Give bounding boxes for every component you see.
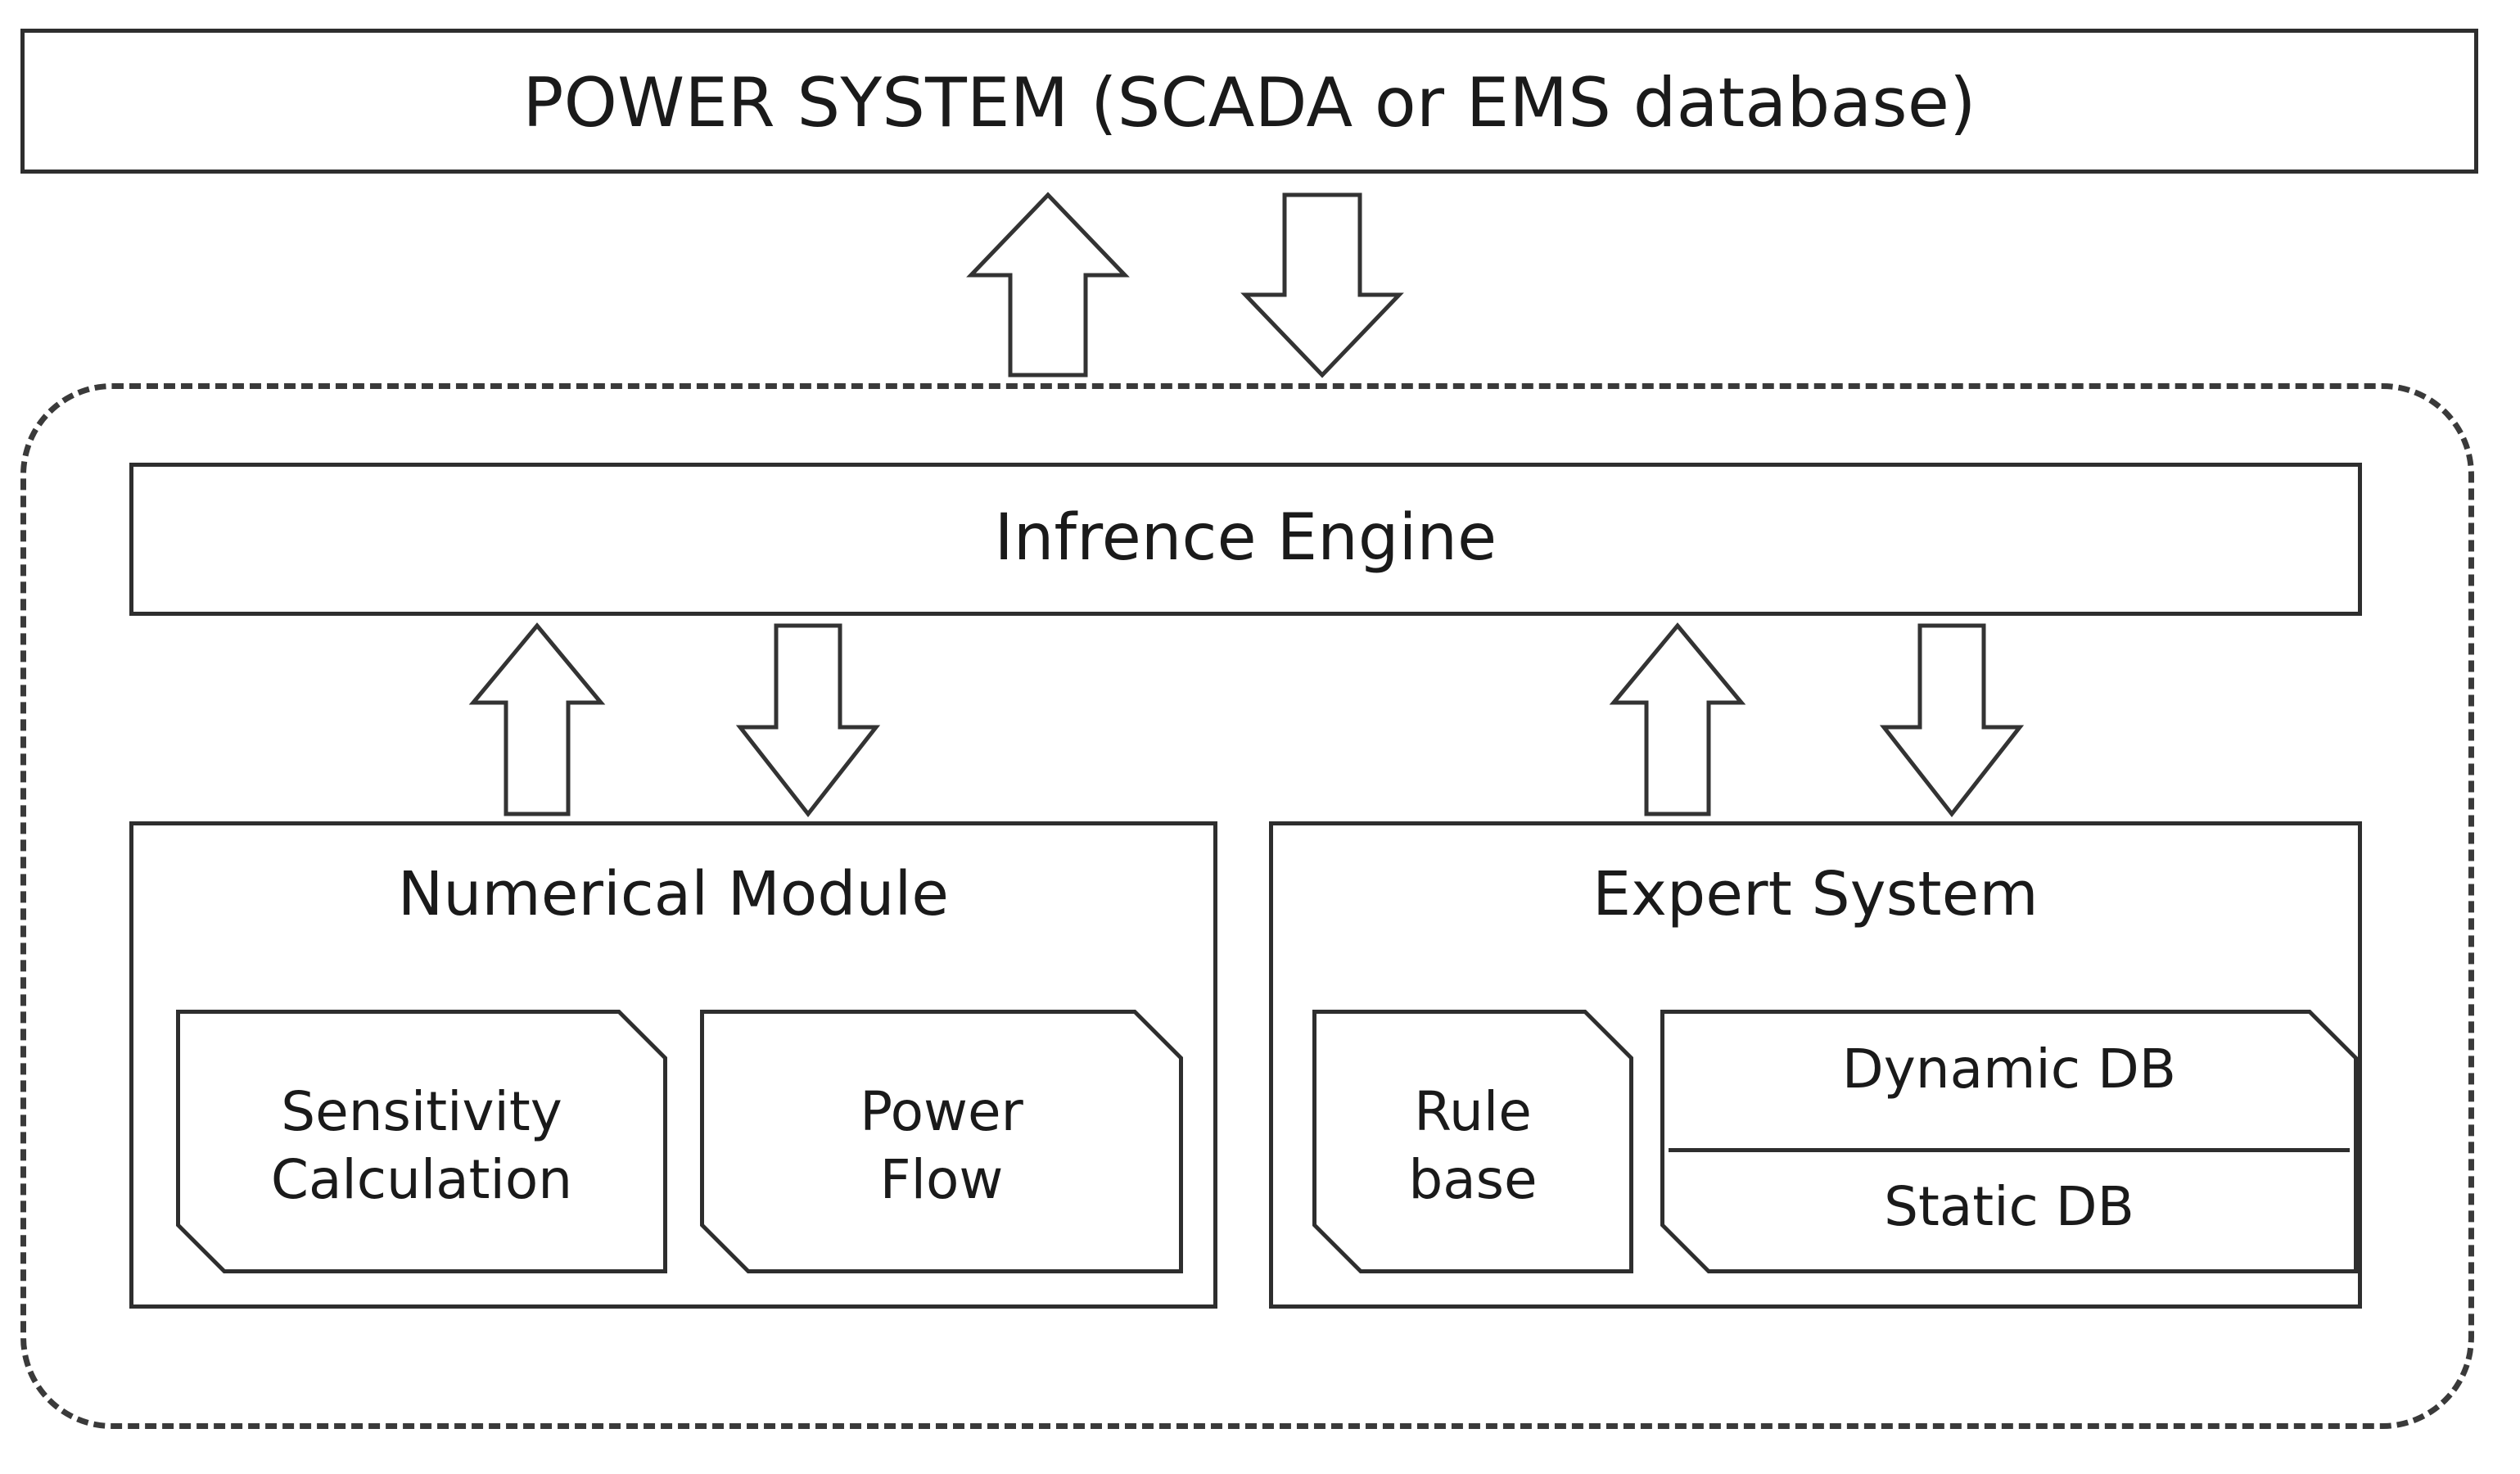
expert-system-title: Expert System [1592,859,2039,929]
rule-base-box: Rule base [1312,1010,1633,1273]
arrow-down-expert-icon [1879,623,2025,818]
static-db-label: Static DB [1884,1175,2134,1238]
inference-engine-box: Infrence Engine [129,463,2362,616]
database-divider [1669,1148,2350,1152]
dynamic-db-label: Dynamic DB [1841,1038,2177,1101]
arrow-down-power-system-icon [1240,192,1404,378]
arrow-up-numerical-icon [468,622,606,816]
arrow-up-expert-icon [1609,622,1746,816]
power-system-box: POWER SYSTEM (SCADA or EMS database) [20,29,2478,174]
inference-engine-label: Infrence Engine [994,501,1497,575]
numerical-module-title: Numerical Module [397,859,950,929]
sensitivity-calculation-box: Sensitivity Calculation [176,1010,667,1273]
power-flow-label: Power Flow [860,1080,1023,1212]
database-box: Dynamic DB Static DB [1660,1010,2358,1273]
power-system-label: POWER SYSTEM (SCADA or EMS database) [522,63,1976,142]
sensitivity-calculation-fill: Sensitivity Calculation [180,1014,663,1269]
rule-base-fill: Rule base [1316,1014,1629,1269]
power-flow-fill: Power Flow [704,1014,1179,1269]
arrow-up-power-system-icon [966,192,1130,378]
database-fill: Dynamic DB Static DB [1664,1014,2354,1269]
rule-base-label: Rule base [1408,1080,1538,1212]
expert-system-boundary [20,383,2474,1429]
arrow-down-numerical-icon [735,623,881,818]
sensitivity-calculation-label: Sensitivity Calculation [270,1080,573,1212]
power-flow-box: Power Flow [700,1010,1183,1273]
